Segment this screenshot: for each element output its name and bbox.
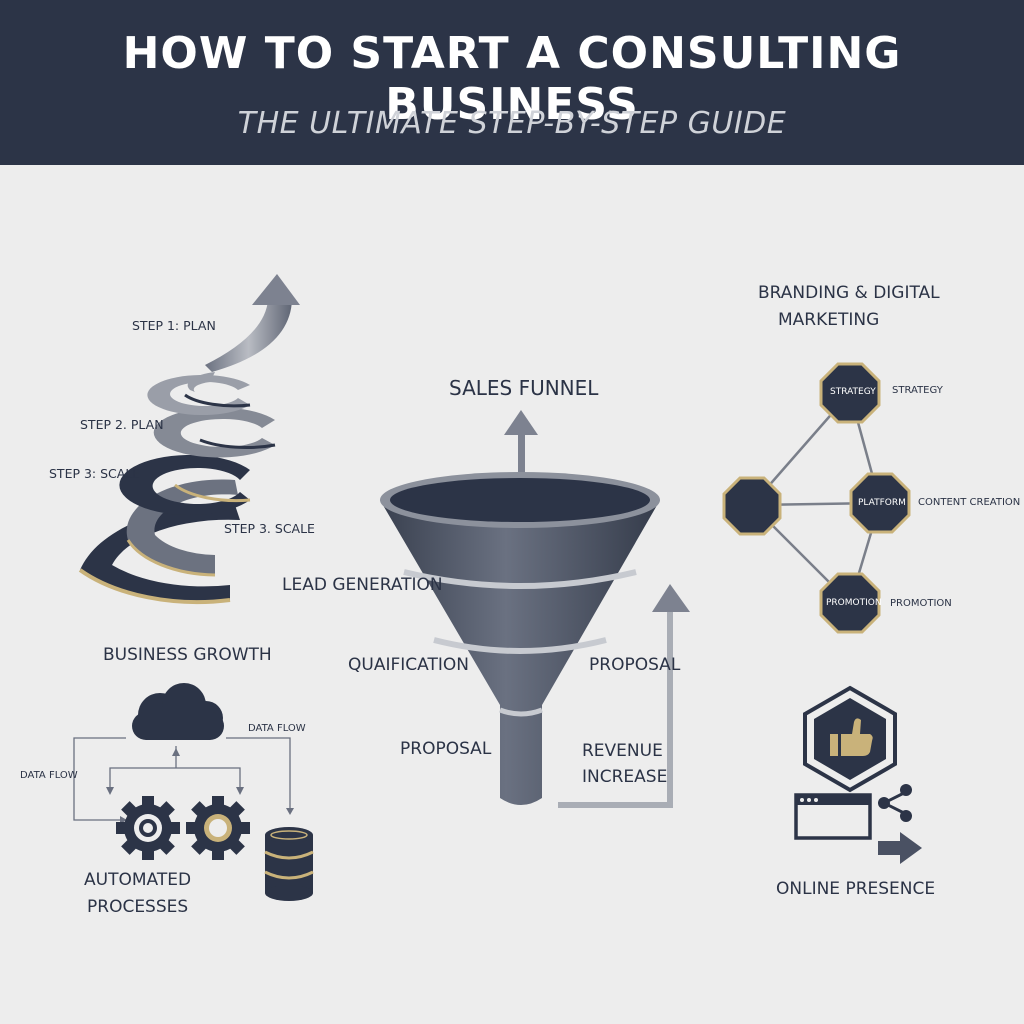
growth-spiral-icon <box>78 274 300 605</box>
branding-title-line1: BRANDING & DIGITAL <box>758 283 940 303</box>
step-label: STEP 3: SCALE <box>49 466 141 481</box>
octagon-node-strategy <box>819 362 881 424</box>
share-icon <box>878 784 912 822</box>
funnel-stage-qualification: QUAIFICATION <box>348 655 469 675</box>
data-flow-label: DATA FLOW <box>248 723 306 734</box>
online-presence-icon <box>794 685 922 864</box>
octagon-node-promotion <box>819 572 881 634</box>
cloud-icon <box>132 683 224 740</box>
funnel-stage-proposal: PROPOSAL <box>589 655 681 675</box>
node-caption-content-creation: CONTENT CREATION <box>918 497 1021 508</box>
sales-funnel-icon <box>380 410 690 808</box>
step-label: STEP 1: PLAN <box>132 318 216 333</box>
octagon-node-platform <box>849 472 911 534</box>
automated-caption-line2: PROCESSES <box>87 897 189 917</box>
node-label-platform: PLATFORM <box>858 498 906 508</box>
funnel-stage-proposal: PROPOSAL <box>400 739 492 759</box>
step-label: STEP 3. SCALE <box>224 521 315 536</box>
branding-network-diagram <box>722 362 911 634</box>
automation-diagram <box>73 683 314 901</box>
data-flow-label: DATA FLOW <box>20 770 78 781</box>
node-caption-promotion: PROMOTION <box>890 598 952 609</box>
node-label-promotion: PROMOTION <box>826 598 882 608</box>
arrow-right-icon <box>878 832 922 864</box>
funnel-stage-lead-generation: LEAD GENERATION <box>282 575 443 595</box>
thumbs-up-icon <box>830 718 873 756</box>
header-banner: HOW TO START A CONSULTING BUSINESS THE U… <box>0 0 1024 165</box>
octagon-node-left <box>722 476 782 536</box>
database-icon <box>264 827 314 901</box>
page-title: HOW TO START A CONSULTING BUSINESS <box>122 28 902 130</box>
gear-icon <box>186 796 250 860</box>
browser-window-icon <box>794 793 872 840</box>
gear-icon <box>116 796 180 860</box>
step-label: STEP 2. PLAN <box>80 417 164 432</box>
revenue-label-line2: INCREASE <box>582 767 668 787</box>
node-caption-strategy: STRATEGY <box>892 385 943 396</box>
page-subtitle: THE ULTIMATE STEP-BY-STEP GUIDE <box>237 106 787 141</box>
business-growth-caption: BUSINESS GROWTH <box>103 645 272 665</box>
node-label-strategy: STRATEGY <box>830 387 876 397</box>
branding-title-line2: MARKETING <box>778 310 880 330</box>
sales-funnel-title: SALES FUNNEL <box>449 376 599 400</box>
automated-caption-line1: AUTOMATED <box>84 870 192 890</box>
online-presence-caption: ONLINE PRESENCE <box>776 879 936 899</box>
revenue-label-line1: REVENUE <box>582 741 663 761</box>
